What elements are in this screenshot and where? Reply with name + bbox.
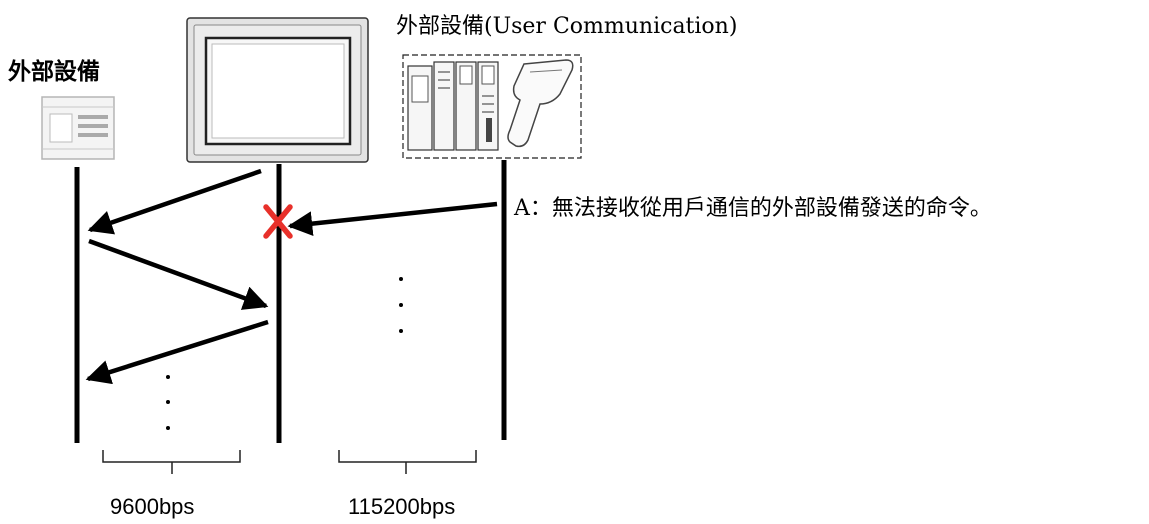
continuation-dots-left	[166, 375, 170, 430]
continuation-dots-right	[399, 277, 403, 333]
bracket-right	[338, 450, 477, 474]
note-a-label: A：無法接收從用戶通信的外部設備發送的命令。	[514, 196, 992, 221]
touch-panel-display-icon	[186, 17, 369, 163]
rate-left-label: 9600bps	[110, 494, 195, 519]
red-x-cross-icon	[263, 204, 293, 239]
bracket-left	[102, 450, 241, 474]
plc-rack-and-barcode-scanner-icon	[402, 54, 582, 159]
plc-unit-icon	[41, 96, 115, 160]
device-left-label: 外部設備	[8, 58, 100, 85]
arrow-hmi-to-device-2	[85, 319, 269, 385]
arrow-user-device-to-hmi	[287, 201, 498, 236]
rate-right-label: 115200bps	[348, 494, 456, 519]
device-user-label: 外部設備(User Communication)	[396, 14, 738, 39]
arrow-device-to-hmi	[88, 238, 269, 310]
arrow-hmi-to-device	[87, 168, 262, 235]
